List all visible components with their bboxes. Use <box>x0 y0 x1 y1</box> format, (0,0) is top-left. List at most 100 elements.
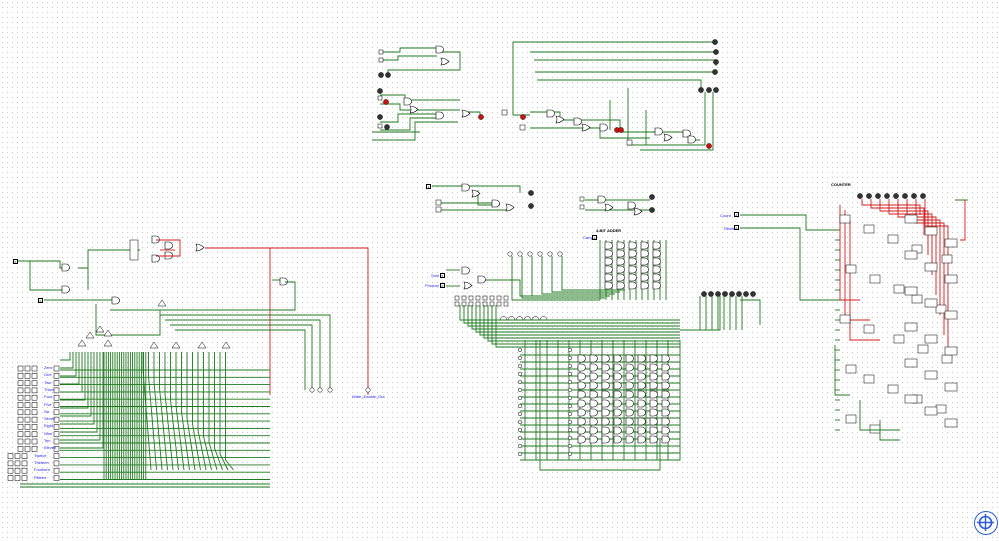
logic-gate <box>461 266 470 275</box>
logic-gate <box>601 399 610 408</box>
component <box>53 402 60 408</box>
component <box>944 346 958 356</box>
logic-gate <box>461 109 471 118</box>
logic-gate <box>577 381 586 390</box>
logic-gate <box>581 123 591 132</box>
led <box>713 59 719 65</box>
output-pin <box>517 411 523 417</box>
wire <box>60 352 92 417</box>
led <box>884 193 890 199</box>
wire <box>530 127 650 139</box>
logic-gate <box>652 281 661 290</box>
reset-pin[interactable]: 0 <box>734 225 739 230</box>
logic-gate <box>640 241 649 250</box>
wire <box>475 305 680 333</box>
logic-gate <box>164 251 173 260</box>
logic-gate <box>601 417 610 426</box>
input-pin[interactable]: 0 <box>38 298 43 303</box>
wire <box>175 329 306 390</box>
component <box>53 438 60 445</box>
wire <box>627 92 706 146</box>
component <box>924 406 938 416</box>
zoom-control[interactable] <box>974 511 998 535</box>
output-pin <box>517 427 523 433</box>
wire <box>60 352 98 433</box>
component <box>53 424 60 430</box>
wire <box>60 352 104 449</box>
component <box>7 460 14 467</box>
carry-pin[interactable]: 0 <box>592 235 597 240</box>
led <box>893 193 899 199</box>
input-pin <box>547 251 553 257</box>
logic-gate <box>589 408 598 417</box>
component <box>17 431 24 437</box>
logic-gate <box>652 257 661 266</box>
led <box>377 88 383 94</box>
logic-gate <box>505 203 515 212</box>
logic-gate <box>637 381 646 390</box>
component <box>887 384 899 394</box>
input-pin[interactable]: 1 <box>426 184 431 189</box>
component <box>468 301 474 307</box>
wire <box>170 352 179 471</box>
logic-gate <box>61 285 70 294</box>
wire <box>924 199 949 355</box>
led <box>649 207 655 213</box>
component <box>845 414 857 424</box>
input-pin <box>517 251 523 257</box>
component <box>944 238 958 248</box>
logic-gate <box>625 417 634 426</box>
output-pin <box>517 355 523 361</box>
led <box>384 124 390 130</box>
logic-gate <box>103 329 113 337</box>
logic-gate <box>539 316 548 321</box>
logic-gate <box>661 354 670 363</box>
logic-gate <box>637 372 646 381</box>
component <box>24 402 31 408</box>
component <box>454 295 460 301</box>
logic-gate <box>661 381 670 390</box>
component <box>17 394 24 401</box>
output-pin <box>317 387 323 393</box>
logic-gate <box>601 381 610 390</box>
output-pin <box>567 419 573 425</box>
wire <box>640 92 714 151</box>
led <box>875 193 881 199</box>
component <box>24 424 31 430</box>
logic-gate <box>628 241 637 250</box>
logic-gate <box>149 341 159 349</box>
logic-gate <box>640 257 649 266</box>
component <box>17 387 24 394</box>
logic-gate <box>523 316 532 321</box>
decoder-output-label: Seven <box>44 416 56 422</box>
component <box>893 284 905 294</box>
component <box>24 365 31 372</box>
logic-gate <box>531 316 540 321</box>
component <box>31 380 38 386</box>
count-pin[interactable]: 0 <box>734 212 739 217</box>
logic-gate <box>604 281 613 290</box>
wire <box>380 94 460 101</box>
logic-gate <box>555 115 565 124</box>
logic-gate <box>546 109 555 118</box>
sum-pin[interactable]: 0 <box>440 273 445 278</box>
logic-gate <box>507 316 516 321</box>
input-pin[interactable]: 0 <box>13 259 18 264</box>
logic-gate <box>628 265 637 274</box>
count-label: Count <box>720 213 731 218</box>
led <box>701 291 707 297</box>
logic-gate <box>616 265 625 274</box>
logic-gate <box>637 390 646 399</box>
wire <box>60 352 77 377</box>
led <box>736 291 742 297</box>
output-pin <box>567 411 573 417</box>
logic-gate <box>625 381 634 390</box>
led <box>902 193 908 199</box>
product-pin[interactable]: 0 <box>440 283 445 288</box>
output-pin <box>567 355 573 361</box>
output-pin <box>567 427 573 433</box>
output-pin <box>517 371 523 377</box>
led <box>528 203 534 209</box>
logic-gate <box>628 257 637 266</box>
